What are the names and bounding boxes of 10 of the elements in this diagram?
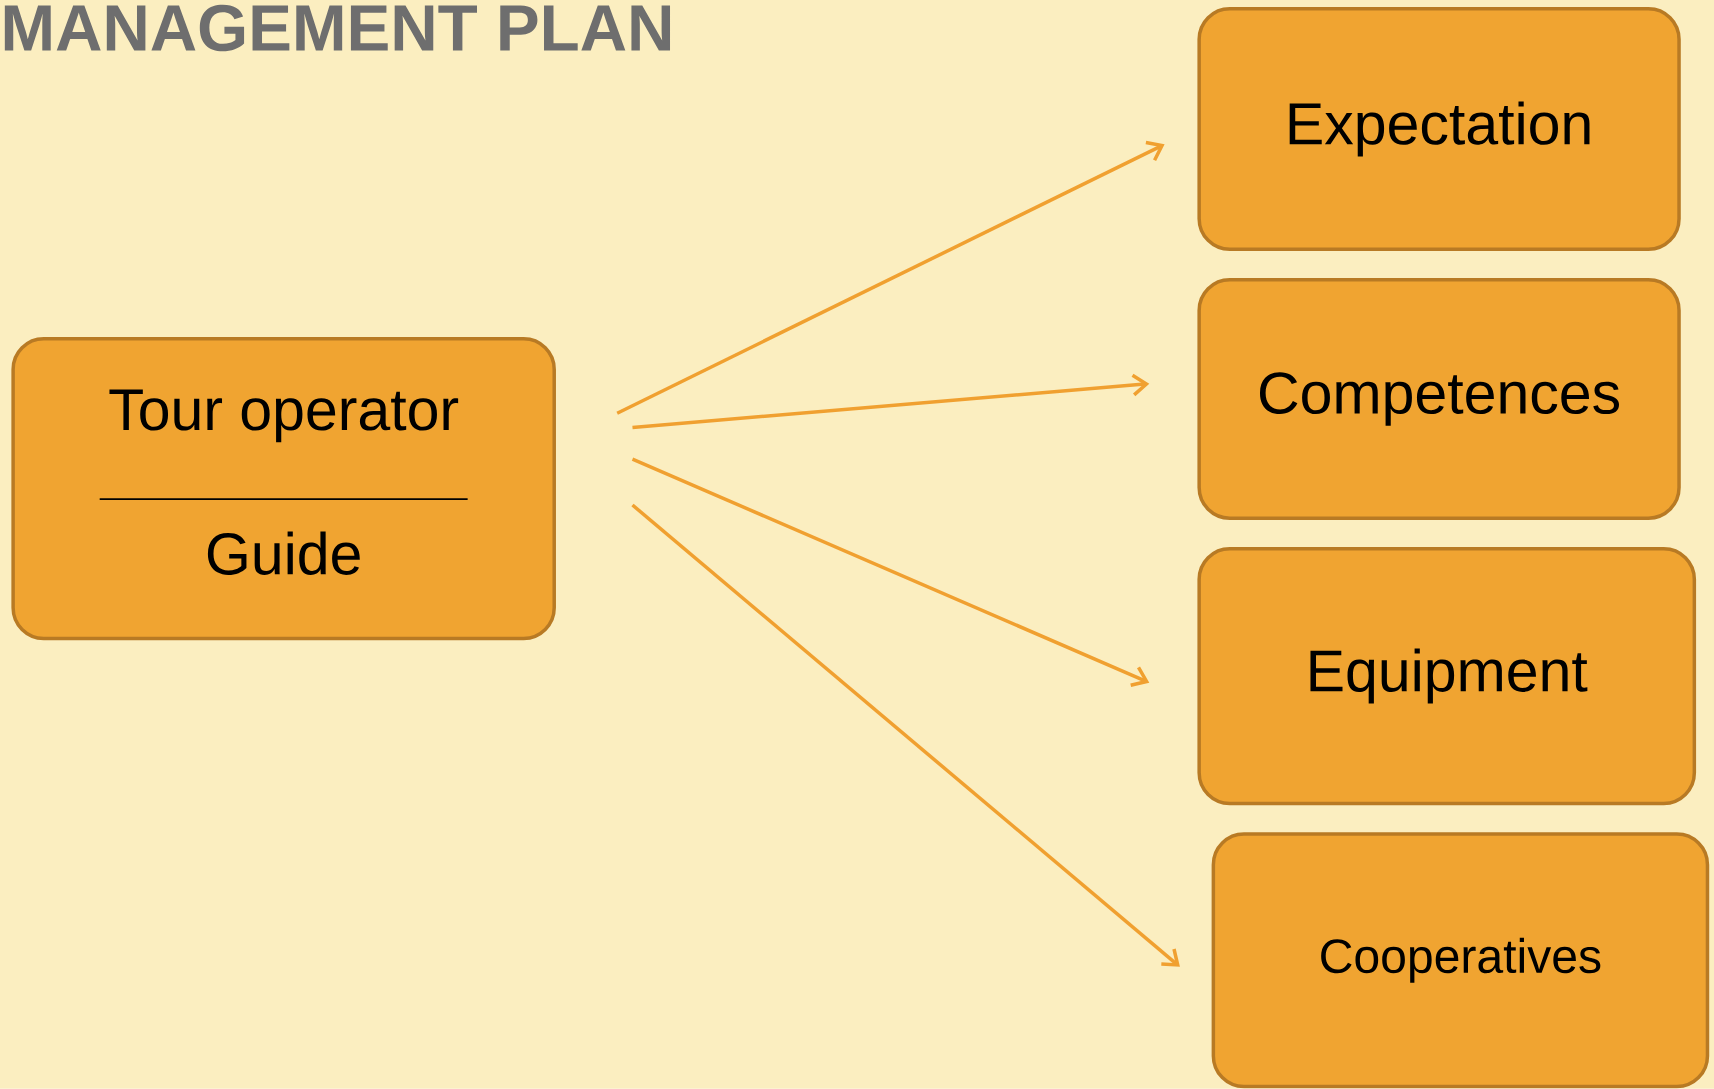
process-box: Expectation [1197,7,1681,252]
arrow [631,457,1150,688]
source-box: Tour operator Guide [11,337,556,641]
arrow [616,140,1165,415]
process-box: Cooperatives [1211,832,1710,1089]
title: MANAGEMENT PLAN [4,4,670,52]
process-box: Equipment [1197,547,1697,806]
process-box: Competences [1197,278,1681,520]
arrow [632,373,1150,430]
arrow [631,503,1180,967]
